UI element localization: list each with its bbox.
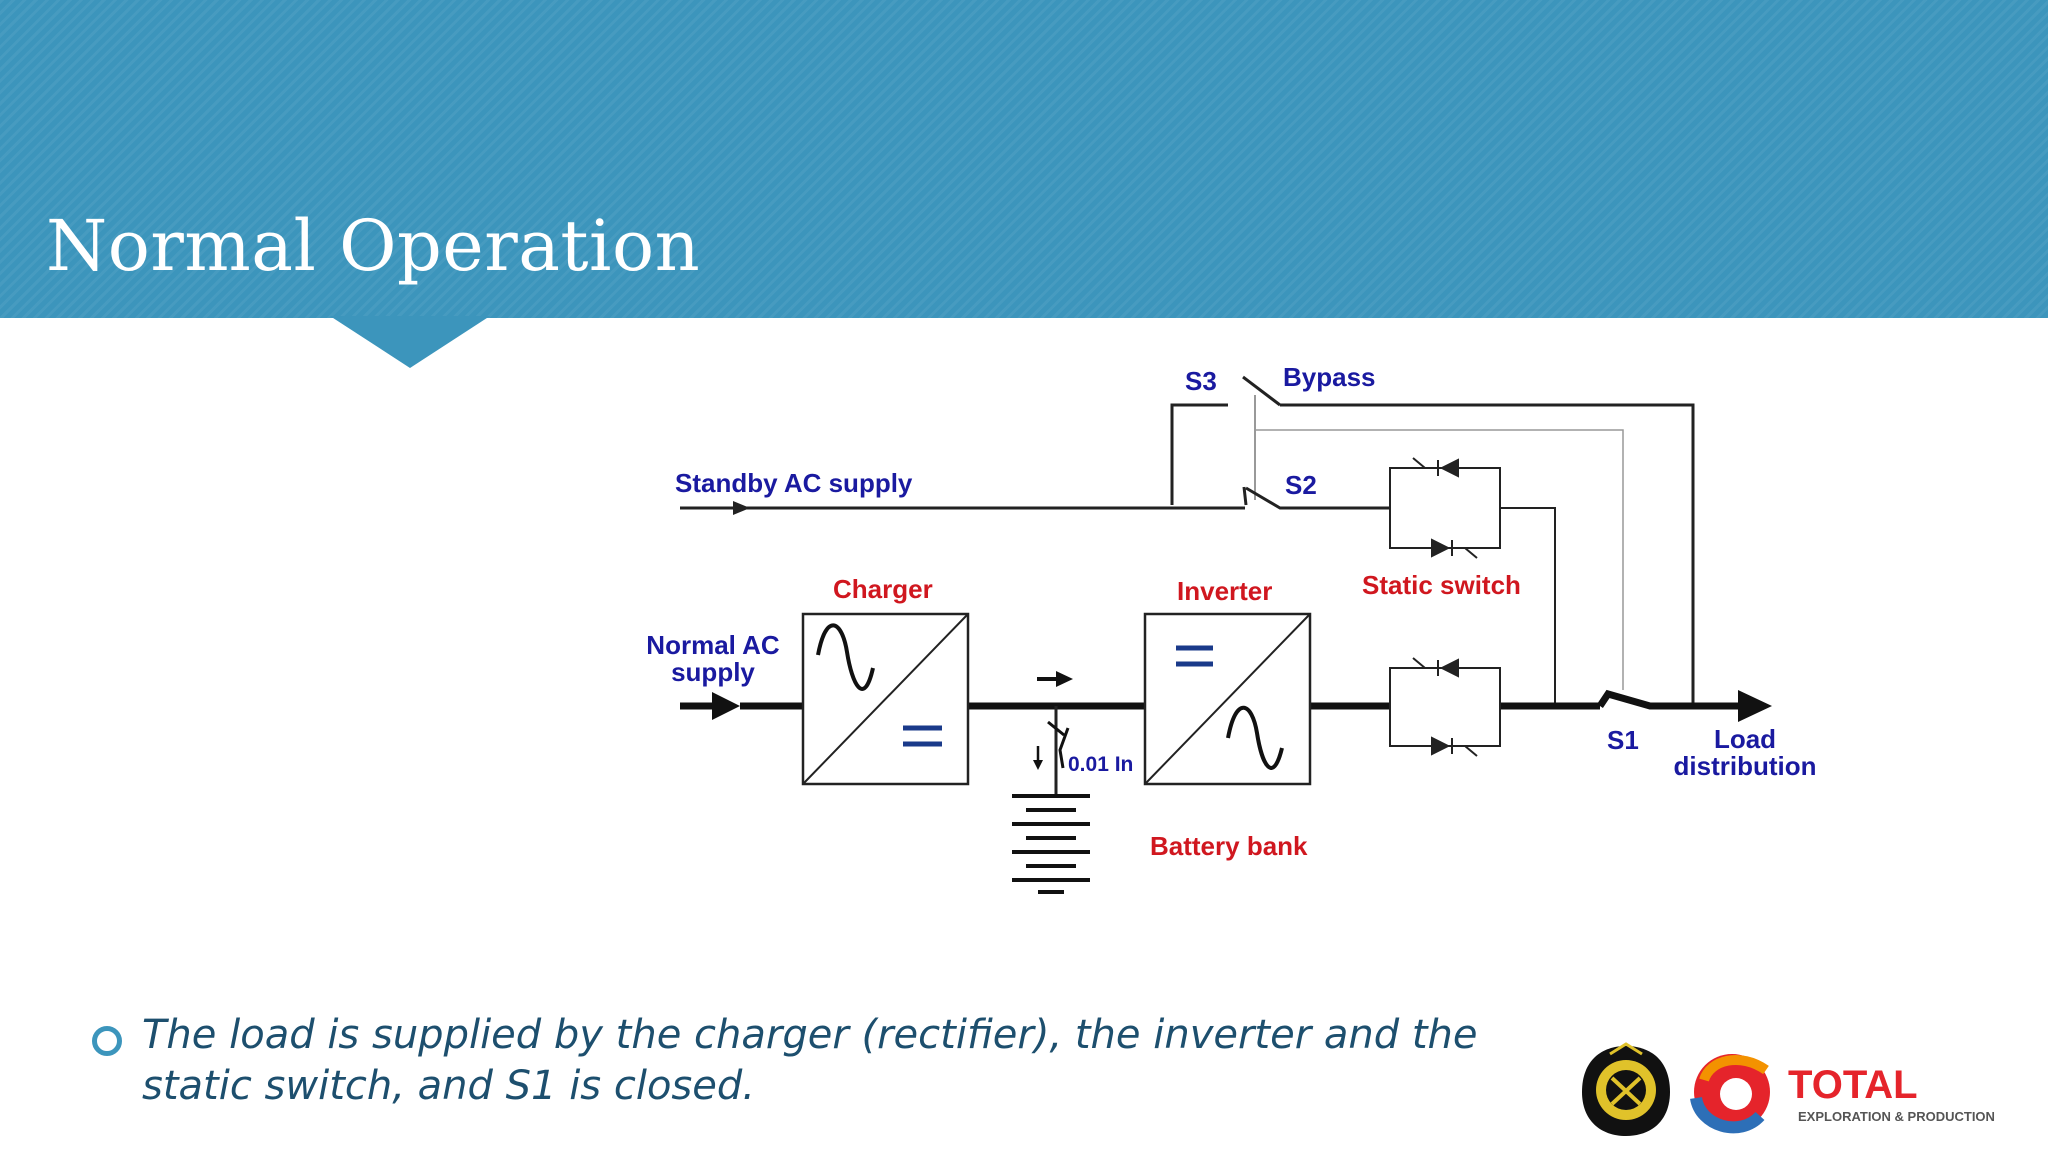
bullet-ring-icon bbox=[92, 1026, 122, 1056]
current-arrow-down bbox=[1033, 760, 1043, 770]
total-brand-tagline: EXPLORATION & PRODUCTION bbox=[1798, 1109, 1995, 1124]
breaker-rating-label: 0.01 In bbox=[1068, 753, 1133, 776]
s2-switch bbox=[1242, 486, 1390, 510]
normal-ac-arrow bbox=[712, 692, 740, 720]
dc-equals-icon bbox=[903, 725, 942, 747]
standby-arrow bbox=[733, 501, 750, 515]
thyristor-icon bbox=[1412, 457, 1459, 478]
charger-diagonal bbox=[802, 613, 969, 785]
banner-pointer bbox=[330, 316, 490, 368]
ac-sine-icon bbox=[1226, 705, 1284, 770]
s1-label: S1 bbox=[1607, 725, 1639, 755]
inverter-diagonal bbox=[1144, 613, 1311, 785]
inverter-label: Inverter bbox=[1177, 576, 1272, 606]
ac-sine-icon bbox=[816, 623, 875, 691]
sponsor-logos: TOTAL EXPLORATION & PRODUCTION bbox=[1582, 1042, 1995, 1136]
static-switch-bypass bbox=[1389, 467, 1556, 705]
s2-s1-linkage bbox=[1255, 429, 1624, 690]
battery-bank-label: Battery bank bbox=[1150, 831, 1308, 861]
ministry-emblem-logo bbox=[1582, 1042, 1670, 1136]
dc-equals-icon bbox=[1176, 645, 1213, 667]
slide-title: Normal Operation bbox=[46, 205, 701, 287]
bypass-label: Bypass bbox=[1283, 362, 1376, 392]
total-logo bbox=[1690, 1054, 1770, 1134]
total-brand-name: TOTAL bbox=[1788, 1063, 1918, 1107]
thyristor-icon bbox=[1431, 736, 1478, 757]
title-banner bbox=[0, 0, 2048, 318]
load-distribution-label: distribution bbox=[1674, 751, 1817, 781]
static-switch-label: Static switch bbox=[1362, 570, 1521, 600]
bypass-line bbox=[1170, 403, 1695, 705]
bullet-line: static switch, and S1 is closed. bbox=[142, 1063, 755, 1109]
s2-label: S2 bbox=[1285, 470, 1317, 500]
bullet-text: The load is supplied by the charger (rec… bbox=[142, 1010, 1542, 1112]
current-arrow-right bbox=[1056, 671, 1073, 687]
thyristor-icon bbox=[1431, 538, 1478, 559]
charger-label: Charger bbox=[833, 574, 933, 604]
load-arrow bbox=[1738, 690, 1772, 722]
static-switch-main bbox=[1389, 667, 1501, 747]
s1-switch bbox=[1597, 689, 1738, 710]
bullet-line: The load is supplied by the charger (rec… bbox=[142, 1012, 1478, 1058]
thyristor-icon bbox=[1412, 657, 1459, 678]
standby-ac-supply-label: Standby AC supply bbox=[675, 468, 913, 498]
load-label: Load bbox=[1714, 724, 1776, 754]
battery-icon bbox=[1012, 794, 1090, 894]
s3-switch bbox=[1242, 375, 1281, 407]
normal-ac-supply-label: supply bbox=[671, 657, 755, 687]
battery-breaker bbox=[1047, 720, 1070, 769]
s3-label: S3 bbox=[1185, 366, 1217, 396]
normal-ac-label: Normal AC bbox=[646, 630, 780, 660]
